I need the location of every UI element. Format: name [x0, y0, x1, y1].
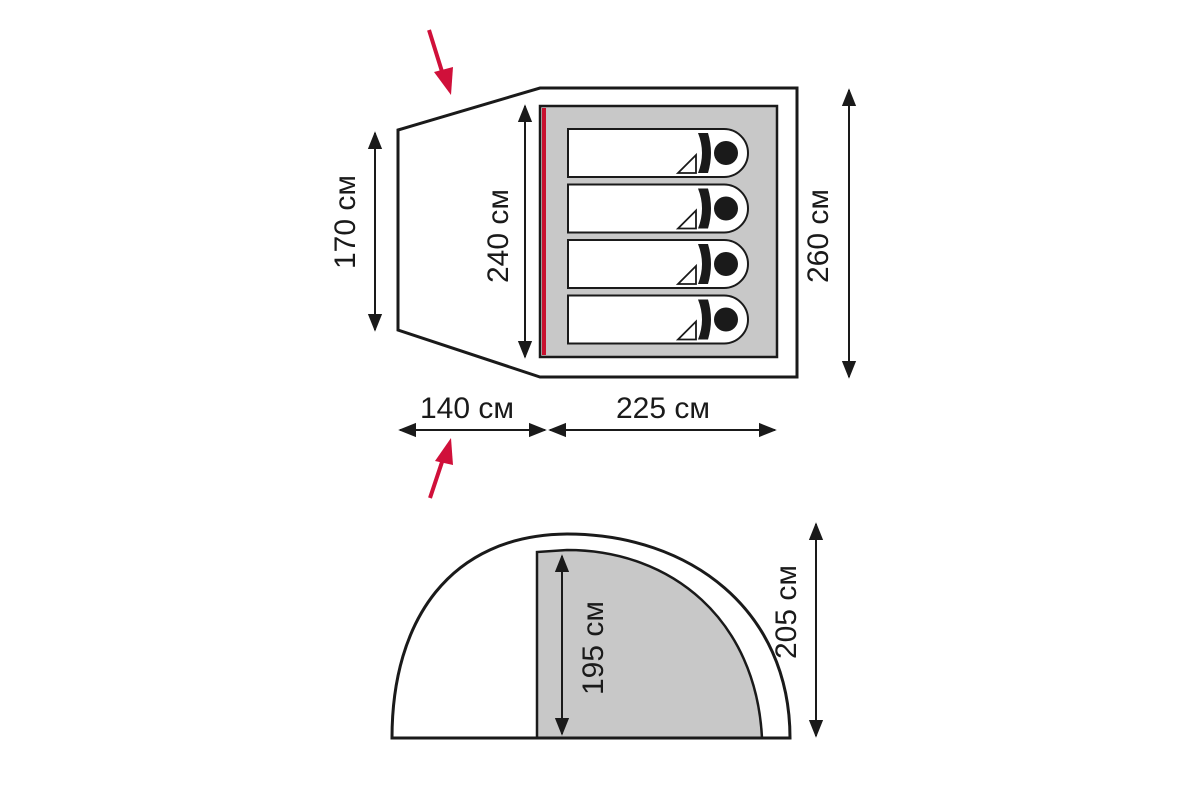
sleeping-place — [567, 239, 749, 289]
sleeping-person-icon — [675, 188, 738, 230]
sleeping-person-icon — [675, 244, 738, 285]
sleeping-place — [567, 183, 749, 234]
outer-height-label: 260 см — [802, 189, 835, 283]
inner-height-label: 240 см — [482, 189, 515, 283]
entrance-arrow-icon — [427, 29, 453, 95]
vestibule-height-label: 170 см — [329, 175, 362, 269]
vestibule-length-label: 140 см — [420, 392, 514, 425]
sleeping-places — [567, 128, 749, 345]
top-view: 170 см 240 см 260 см 140 см 225 см — [329, 29, 857, 499]
sleeping-person-icon — [675, 133, 738, 174]
side-view: 195 см 205 см — [390, 522, 824, 740]
sleeping-place — [567, 128, 749, 178]
inner-tent-profile — [535, 548, 764, 740]
sleeping-person-icon — [675, 299, 738, 341]
inner-length-label: 225 см — [616, 392, 710, 425]
side-outer-height-label: 205 см — [770, 565, 803, 659]
side-inner-height-label: 195 см — [577, 601, 610, 695]
entrance-arrow-icon — [428, 438, 453, 499]
sleeping-place — [567, 294, 749, 345]
